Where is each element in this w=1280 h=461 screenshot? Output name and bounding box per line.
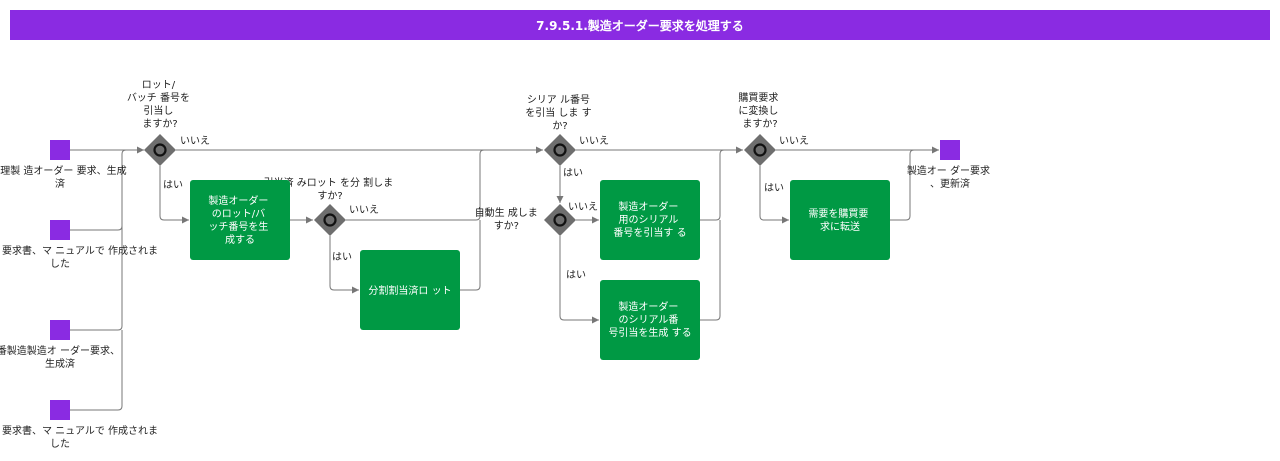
diagram-title: 7.9.5.1.製造オーダー要求を処理する [10, 10, 1270, 40]
svg-text:分割割当済ロ ット: 分割割当済ロ ット [368, 284, 451, 297]
svg-text:需要を購買要 求に転送: 需要を購買要 求に転送 [808, 207, 871, 233]
start-event-label: 番製造製造オ ーダー要求、 生成済 [0, 344, 123, 370]
edge-label-no: いいえ [349, 204, 379, 216]
svg-text:製造オーダー 用のシリアル 番号を引: 製造オーダー 用のシリアル 番号を引当す る [613, 200, 686, 239]
start-events [50, 140, 70, 420]
edge-label-yes: はい [566, 269, 586, 281]
edge-label-yes: はい [163, 179, 183, 191]
edge-task2-merge [460, 220, 481, 291]
task-generate-serial-reservation: 製造オーダー のシリアル番 号引当を生成 する [600, 280, 700, 360]
gateway-label: 引当済 みロット を分 割しま すか? [264, 176, 397, 202]
start-event-label: 管理製 造オーダー 要求、生成 済 [0, 164, 130, 190]
task-reserve-serial: 製造オーダー 用のシリアル 番号を引当す る [600, 180, 700, 260]
task-forward-to-purchase-request: 需要を購買要 求に転送 [790, 180, 890, 260]
edge-gw5-yes [759, 166, 789, 224]
edge-start2-merge [70, 149, 127, 231]
edge-start3-merge [70, 154, 123, 331]
edges [70, 146, 939, 411]
edge-label-no: いいえ [579, 135, 609, 147]
gateway-label: ロット/ バッチ 番号を 引当し ますか? [127, 80, 193, 130]
start-event-label: オーダー 要求書、マ ニュアルで 作成されま した [0, 424, 161, 450]
start-event [50, 140, 70, 160]
gateway-label: 購買要求 に変換し ますか? [738, 91, 781, 130]
end-event-label: 製造オー ダー要求 、更新済 [907, 164, 993, 190]
svg-text:製造オーダー のロット/バ ッチ番号: 製造オーダー のロット/バ ッチ番号を生 成する [208, 194, 271, 246]
edge-label-no: いいえ [180, 135, 210, 147]
edge-label-yes: はい [563, 167, 583, 179]
start-event [50, 400, 70, 420]
edge-label-yes: はい [764, 182, 784, 194]
gateway [544, 204, 576, 236]
start-event [50, 320, 70, 340]
edge-gw2-yes [329, 236, 359, 294]
edge-start4-merge [70, 330, 123, 411]
edge-gw1-yes [159, 166, 189, 224]
edge-gw4-yes [559, 236, 599, 324]
edge-task4-merge [700, 220, 721, 321]
svg-text:製造オーダー のシリアル番 号引当を: 製造オーダー のシリアル番 号引当を生成 する [608, 300, 691, 339]
start-event [50, 220, 70, 240]
task-generate-lot-batch: 製造オーダー のロット/バ ッチ番号を生 成する [190, 180, 290, 260]
gateway-label: 自動生 成しま すか? [475, 206, 541, 232]
gateway [544, 134, 576, 166]
edge-label-no: いいえ [779, 135, 809, 147]
start-event-label: オーダー 要求書、マ ニュアルで 作成されま した [0, 244, 161, 270]
end-event [940, 140, 960, 160]
gateway-label: シリア ル番号 を引当 しま す か? [525, 94, 595, 132]
edge-gw2-no [346, 149, 485, 221]
edge-label-yes: はい [332, 251, 352, 263]
edge-task3-merge [700, 149, 725, 221]
task-split-reserved-lot: 分割割当済ロ ット [360, 250, 460, 330]
gateway [314, 204, 346, 236]
gateway [144, 134, 176, 166]
edge-label-no: いいえ [568, 201, 598, 213]
edge-task5-merge [890, 149, 915, 221]
gateway [744, 134, 776, 166]
